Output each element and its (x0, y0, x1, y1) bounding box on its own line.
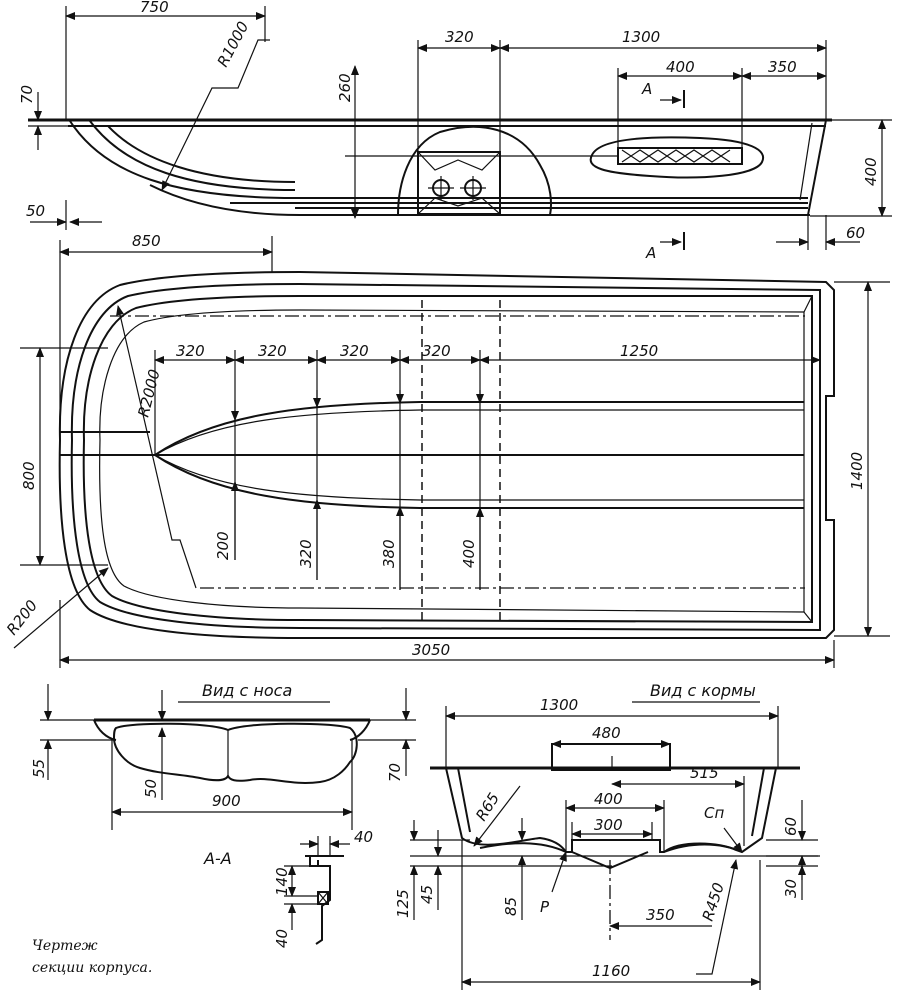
dim-30: 30 (782, 879, 800, 898)
dim-320-c: 320 (340, 342, 369, 360)
dim-400-side: 400 (666, 58, 695, 76)
dim-1160: 1160 (592, 962, 630, 980)
caption-line-1: Чертеж (32, 938, 98, 954)
dim-r65: R65 (472, 790, 503, 825)
section-mark-a-top: A (641, 80, 652, 98)
dim-45: 45 (418, 885, 436, 904)
dim-320-side: 320 (445, 28, 474, 46)
dim-70-bow: 70 (386, 763, 404, 782)
dim-900: 900 (212, 792, 241, 810)
dim-515: 515 (690, 764, 719, 782)
dim-350-stern: 350 (646, 906, 675, 924)
bow-view-title: Вид с носа (202, 681, 292, 700)
section-a-a: А-А 40 140 40 (203, 828, 373, 948)
dim-85: 85 (502, 897, 520, 916)
dim-200: 200 (214, 531, 232, 560)
dim-r1000: R1000 (214, 19, 253, 70)
dim-320-b: 320 (258, 342, 287, 360)
caption-line-2: секции корпуса. (32, 960, 152, 976)
stern-view: Вид с кормы 1300 480 515 400 300 R65 Сп (394, 681, 820, 990)
section-mark-a-bottom: A (645, 244, 656, 262)
dim-400-half: 400 (460, 539, 478, 568)
dim-125: 125 (394, 889, 412, 918)
dim-380: 380 (380, 539, 398, 568)
dim-40-top: 40 (354, 828, 373, 846)
dim-1400: 1400 (848, 452, 866, 490)
dim-320-half: 320 (297, 539, 315, 568)
side-view: 750 R1000 320 1300 400 350 260 70 50 (18, 0, 892, 262)
dim-60-stern: 60 (782, 817, 800, 836)
dim-750: 750 (140, 0, 169, 16)
dim-300: 300 (594, 816, 623, 834)
dim-50-side: 50 (26, 202, 45, 220)
dim-60-side: 60 (846, 224, 865, 242)
bow-view: Вид с носа 55 50 900 70 (30, 681, 416, 830)
dim-140: 140 (273, 867, 291, 896)
label-p: Р (540, 898, 550, 916)
dim-480: 480 (592, 724, 621, 742)
dim-350-side: 350 (768, 58, 797, 76)
dim-1250: 1250 (620, 342, 658, 360)
dim-320-d: 320 (422, 342, 451, 360)
dim-1300-stern: 1300 (540, 696, 578, 714)
stern-view-title: Вид с кормы (650, 681, 756, 700)
dim-40-side: 40 (273, 929, 291, 948)
dim-320-a: 320 (176, 342, 205, 360)
section-title: А-А (203, 849, 232, 868)
dim-400-stern: 400 (594, 790, 623, 808)
dim-r2000: R2000 (134, 367, 163, 419)
dim-r200: R200 (3, 597, 41, 639)
dim-850: 850 (132, 232, 161, 250)
dim-1300-side: 1300 (622, 28, 660, 46)
dim-55: 55 (30, 759, 48, 778)
dim-70-side: 70 (18, 85, 36, 104)
dim-800: 800 (20, 461, 38, 490)
label-sp: Сп (704, 804, 724, 822)
dim-260: 260 (336, 73, 354, 102)
dim-400-height: 400 (862, 157, 880, 186)
dim-3050: 3050 (412, 641, 450, 659)
dim-50-bow: 50 (142, 779, 160, 798)
plan-view: 320 320 320 320 1250 200 320 380 400 850… (3, 232, 890, 668)
